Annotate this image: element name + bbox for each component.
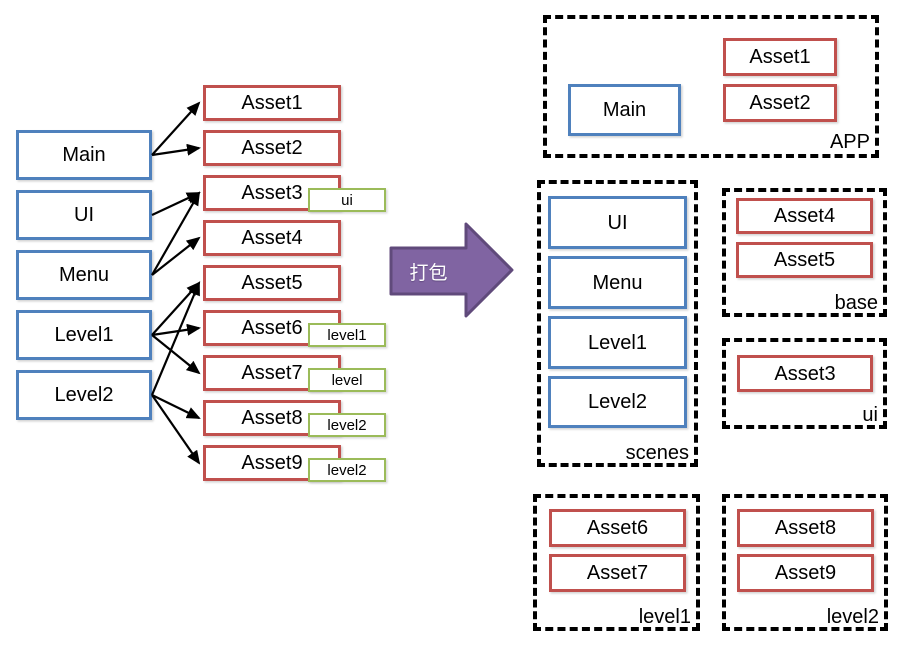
tag-asset9-level2: level2 (308, 458, 386, 482)
edge-menu-asset3 (151, 191, 200, 276)
edge-menu-asset4 (151, 236, 201, 276)
bundle-app-asset2: Asset2 (723, 84, 837, 122)
bundle-level1-asset6: Asset6 (549, 509, 686, 547)
bundle-scenes-ui: UI (548, 196, 687, 249)
edge-level1-asset5 (151, 281, 201, 336)
group-base (722, 188, 887, 317)
scene-node-level1: Level1 (16, 310, 152, 360)
tag-asset6-level1: level1 (308, 323, 386, 347)
pack-arrow-label: 打包 (409, 262, 448, 284)
asset-node-asset1: Asset1 (203, 85, 341, 121)
bundle-base-asset4: Asset4 (736, 198, 873, 234)
asset-node-asset5: Asset5 (203, 265, 341, 301)
tag-asset3-ui: ui (308, 188, 386, 212)
bundle-level2-asset8: Asset8 (737, 509, 874, 547)
edge-level2-asset9 (151, 394, 201, 465)
edge-level2-asset5 (150, 281, 201, 396)
scene-node-main: Main (16, 130, 152, 180)
group-scenes (537, 180, 698, 467)
bundle-scenes-menu: Menu (548, 256, 687, 309)
scene-node-ui: UI (16, 190, 152, 240)
edge-ui-asset3 (151, 192, 201, 216)
bundle-base-asset5: Asset5 (736, 242, 873, 278)
bundle-ui-asset3: Asset3 (737, 355, 873, 392)
scene-node-level2: Level2 (16, 370, 152, 420)
bundle-app-main: Main (568, 84, 681, 136)
edge-level2-asset8 (151, 394, 201, 419)
edge-main-asset2 (151, 143, 201, 157)
edge-level1-asset6 (151, 323, 201, 337)
edge-level1-asset7 (151, 334, 201, 375)
asset-node-asset4: Asset4 (203, 220, 341, 256)
bundle-scenes-level2: Level2 (548, 376, 687, 428)
bundle-level2-asset9: Asset9 (737, 554, 874, 592)
bundle-level1-asset7: Asset7 (549, 554, 686, 592)
group-ui (722, 338, 887, 429)
asset-node-asset2: Asset2 (203, 130, 341, 166)
edge-main-asset1 (151, 101, 201, 156)
dependency-edge-lines (150, 101, 201, 465)
tag-asset8-level2: level2 (308, 413, 386, 437)
group-level2 (722, 494, 888, 631)
group-level1 (533, 494, 700, 631)
bundle-scenes-level1: Level1 (548, 316, 687, 369)
tag-asset7-level: level (308, 368, 386, 392)
scene-node-menu: Menu (16, 250, 152, 300)
bundle-app-asset1: Asset1 (723, 38, 837, 76)
group-app (543, 15, 879, 158)
